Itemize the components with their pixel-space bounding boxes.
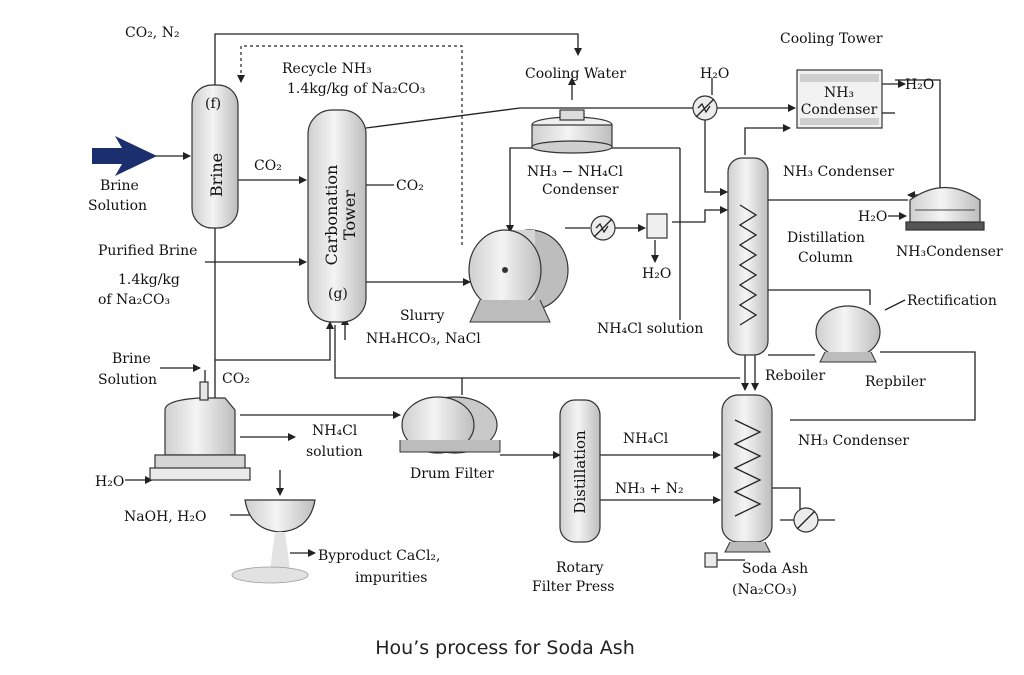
label-h2o-right: H₂O: [905, 77, 934, 93]
label-nh3-condenser-mid: NH₃ Condenser: [783, 164, 894, 180]
label-co2-mid: CO₂: [254, 158, 282, 174]
label-recycle-nh3-1: Recycle NH₃: [282, 61, 372, 77]
distillation-small-label: Distillation: [571, 430, 589, 514]
label-h2o-mid-right: H₂O: [858, 209, 887, 225]
label-distillation-column-1: Distillation: [787, 230, 865, 246]
label-nh3-condenser-lower: NH₃ Condenser: [798, 433, 909, 449]
distillation-column: [727, 157, 769, 356]
label-naoh-h2o: NaOH, H₂O: [124, 509, 206, 525]
carbonation-tower: Carbonation Tower (g): [307, 109, 367, 323]
label-co2-n2: CO₂, N₂: [125, 25, 180, 41]
figure-caption: Hou’s process for Soda Ash: [375, 637, 635, 659]
cooling-tower-condenser: NH₃ Condenser: [796, 69, 883, 129]
small-valve: [704, 552, 718, 568]
label-nh3-n2: NH₃ + N₂: [615, 481, 684, 497]
heat-exchanger-bottom-icon: [793, 507, 819, 533]
label-nh3-nh4cl-2: Condenser: [542, 182, 619, 198]
reboiler: [815, 305, 881, 363]
label-ratio-1: 1.4kg/kg: [118, 272, 180, 288]
label-ratio-2: of Na₂CO₃: [98, 292, 170, 308]
settling-vessel: [149, 381, 251, 481]
brine-input-arrow: [92, 136, 157, 176]
label-nh4cl-solution-right: NH₄Cl solution: [597, 321, 703, 337]
label-nh3-nh4cl-1: NH₃ − NH₄Cl: [527, 164, 623, 180]
label-co2-lower: CO₂: [222, 371, 250, 387]
label-brine-solution-1: Brine: [100, 178, 139, 194]
label-reboiler: Reboiler: [765, 368, 825, 384]
label-soda-ash-2: (Na₂CO₃): [732, 582, 797, 598]
drum-filter: [399, 396, 501, 454]
carbonation-tag: (g): [328, 286, 348, 302]
label-slurry-2: NH₄HCO₃, NaCl: [366, 331, 481, 347]
brine-column-label: Brine: [207, 153, 226, 197]
label-rotary-2: Filter Press: [532, 579, 615, 595]
label-brine-solution2-2: Solution: [98, 372, 157, 388]
label-soda-ash-1: Soda Ash: [742, 561, 808, 577]
label-nh4cl-solution-2: solution: [306, 444, 363, 460]
label-brine-solution2-1: Brine: [112, 351, 151, 367]
flow-lines: [125, 33, 976, 561]
heat-exchanger-icon: [590, 215, 616, 241]
label-cooling-tower: Cooling Tower: [780, 31, 883, 47]
label-h2o-small: H₂O: [642, 266, 671, 282]
label-rotary-1: Rotary: [556, 560, 604, 576]
condenser-box-label-2: Condenser: [801, 102, 878, 118]
byproduct-dish: [231, 499, 316, 584]
label-brine-solution-2: Solution: [88, 198, 147, 214]
label-nh4cl-solution-1: NH₄Cl: [312, 423, 358, 439]
brine-column-tag: (f): [205, 96, 221, 112]
brine-column: (f) Brine: [191, 84, 239, 229]
label-byproduct-1: Byproduct CaCl₂,: [318, 548, 441, 564]
label-distillation-column-2: Column: [798, 250, 853, 266]
small-separator: [646, 213, 668, 239]
soda-ash-column: [721, 394, 773, 553]
label-cooling-water: Cooling Water: [525, 66, 626, 82]
condenser-box-label-1: NH₃: [824, 85, 854, 101]
labels: CO₂, N₂ Recycle NH₃ 1.4kg/kg of Na₂CO₃ C…: [88, 25, 1003, 598]
label-co2-side: CO₂: [396, 178, 424, 194]
rotary-drum: [468, 229, 569, 323]
carbonation-label-2: Tower: [340, 190, 359, 240]
label-nh4cl-mid: NH₄Cl: [623, 431, 669, 447]
carbonation-label-1: Carbonation: [322, 165, 341, 266]
label-h2o-top: H₂O: [700, 66, 729, 82]
label-h2o-left: H₂O: [95, 474, 124, 490]
nh3-nh4cl-condenser: [531, 109, 613, 154]
label-rectification: Rectification: [907, 293, 997, 309]
label-recycle-nh3-2: 1.4kg/kg of Na₂CO₃: [287, 81, 425, 97]
right-nh3-condenser: [905, 187, 985, 231]
label-byproduct-2: impurities: [355, 570, 427, 586]
label-nh3condenser-right: NH₃Condenser: [896, 244, 1003, 260]
distillation-small: Distillation: [559, 399, 601, 543]
label-repbiler: Repbiler: [865, 374, 926, 390]
label-drum-filter: Drum Filter: [410, 466, 494, 482]
label-slurry-1: Slurry: [400, 308, 444, 324]
label-purified-brine: Purified Brine: [98, 243, 197, 259]
heat-exchanger-top-icon: [692, 95, 718, 121]
